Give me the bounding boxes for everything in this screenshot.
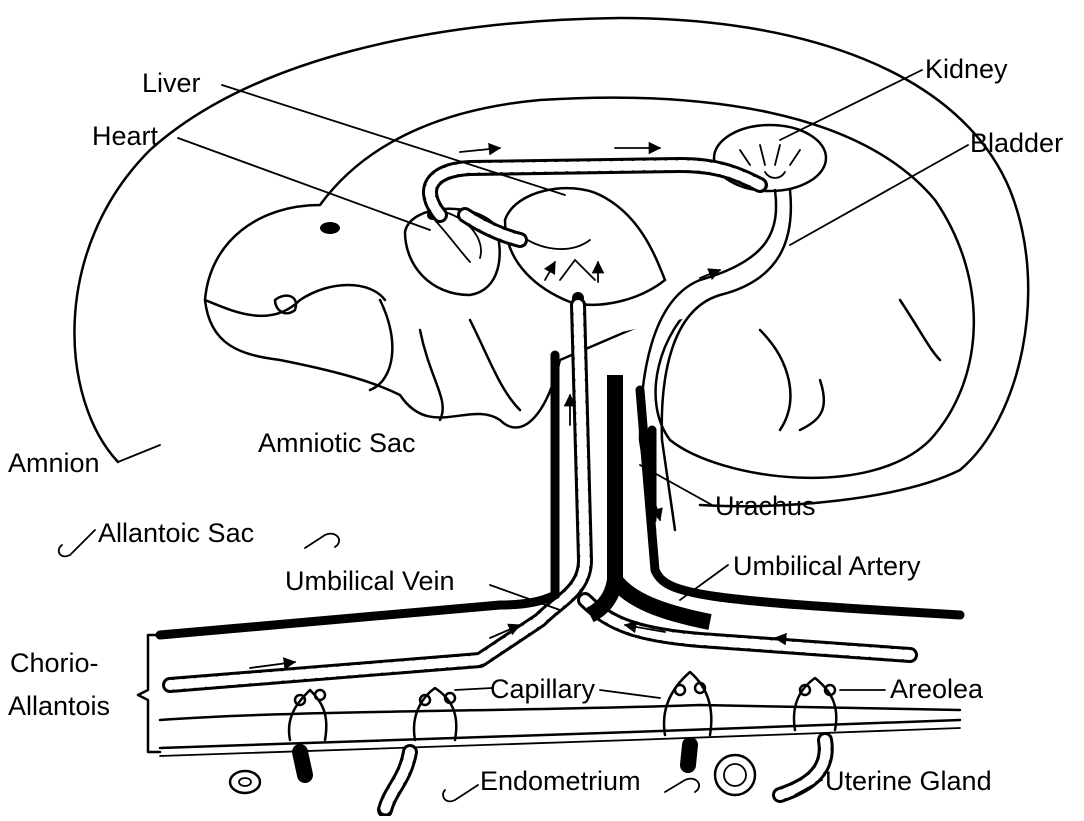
endometrium-line-2 [160, 728, 960, 756]
areola-3 [664, 672, 711, 735]
allantoic-sac-squiggle-left [59, 530, 95, 556]
label-endometrium: Endometrium [480, 766, 641, 796]
label-chorio-line2: Allantois [8, 691, 110, 721]
label-allantoic-sac: Allantoic Sac [98, 518, 254, 548]
gland-cross-section-2 [715, 755, 755, 795]
gland-cross-section-1 [230, 771, 260, 793]
label-kidney: Kidney [925, 54, 1008, 84]
label-bladder: Bladder [970, 128, 1063, 158]
label-areolea: Areolea [890, 674, 984, 704]
uterine-gland-1 [300, 752, 305, 775]
label-liver: Liver [142, 68, 201, 98]
endometrium-squiggle-right [665, 779, 699, 792]
endometrium-squiggle-left [443, 785, 478, 801]
kidney [714, 125, 826, 191]
label-umbilical-vein: Umbilical Vein [285, 566, 455, 596]
label-capillary: Capillary [490, 674, 596, 704]
label-heart: Heart [92, 121, 159, 151]
label-chorio-line1: Chorio- [10, 648, 99, 678]
uterine-gland-3 [688, 745, 690, 765]
chorio-allantois-bracket [138, 635, 160, 752]
areola-4 [794, 678, 836, 730]
label-amniotic-sac: Amniotic Sac [258, 428, 416, 458]
fetus-eye [320, 222, 340, 234]
label-umbilical-artery: Umbilical Artery [733, 551, 921, 581]
endometrium-line [160, 720, 960, 748]
label-uterine-gland: Uterine Gland [825, 766, 992, 796]
allantoic-sac-squiggle-right [305, 534, 339, 548]
areola-2 [414, 688, 456, 740]
flow-arrow [250, 662, 295, 668]
label-amnion: Amnion [8, 448, 100, 478]
chorio-line [160, 705, 960, 720]
label-urachus: Urachus [715, 491, 816, 521]
